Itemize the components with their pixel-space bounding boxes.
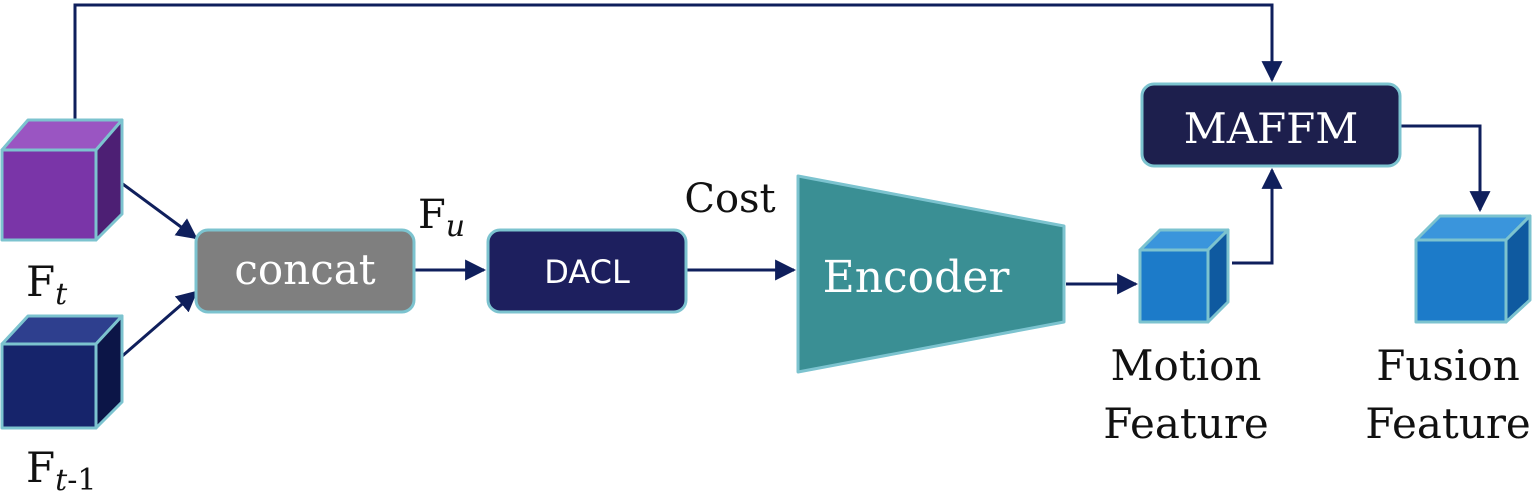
ftm1-cube — [0, 314, 124, 430]
dacl-block: DACL — [486, 228, 688, 314]
fu-label: Fu — [418, 192, 465, 244]
motion-feature-label-line1: Motion — [1111, 341, 1262, 390]
cost-label: Cost — [684, 176, 775, 222]
concat-label: concat — [234, 245, 375, 294]
encoder-block: Encoder — [796, 174, 1066, 374]
fusion-feature-cube — [1414, 214, 1532, 324]
maffm-to-fusion-arrow — [1400, 124, 1491, 213]
fusion-feature-label-line1: Fusion — [1376, 341, 1520, 390]
skip-connection-arrow — [73, 3, 1283, 120]
motion-feature-cube — [1138, 228, 1230, 324]
ftm1-to-concat-arrow — [119, 290, 198, 360]
ft-cube — [0, 118, 124, 242]
ftm1-label: Ft-1 — [26, 443, 96, 498]
maffm-label: MAFFM — [1184, 104, 1359, 153]
motion-feature-label-line2: Feature — [1103, 399, 1269, 448]
concat-block: concat — [194, 228, 416, 314]
ft-to-concat-arrow — [119, 180, 198, 240]
connectors — [73, 3, 1491, 360]
encoder-label: Encoder — [823, 252, 1011, 303]
dacl-label: DACL — [544, 253, 630, 291]
fusion-feature-label-line2: Feature — [1365, 399, 1531, 448]
maffm-block: MAFFM — [1140, 82, 1402, 168]
motion-to-maffm-arrow — [1232, 167, 1283, 265]
ft-label: Ft — [26, 257, 68, 312]
